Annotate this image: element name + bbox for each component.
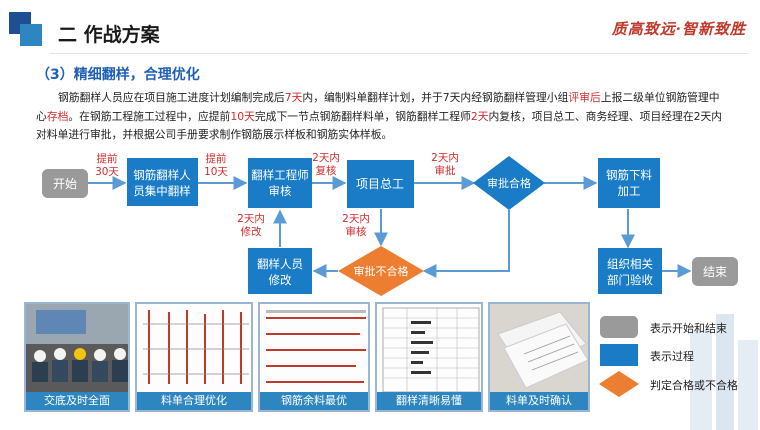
- photo-caption: 料单合理优化: [137, 392, 251, 410]
- flow-end-label: 结束: [703, 265, 727, 279]
- photo-schedule-image: [382, 307, 480, 393]
- flow-modify-line1: 翻样人员: [257, 257, 303, 271]
- para-text: 内复核，项目总工、商务经理、项目经理在2天内对料单进行审批，并根据公司手册要求制…: [36, 109, 723, 142]
- flow-step4-line2: 加工: [618, 184, 641, 198]
- flow-label-a2: 30天: [95, 166, 119, 178]
- background-building: [690, 330, 712, 430]
- flow-pass-label: 审批合格: [487, 176, 531, 190]
- flow-step2-node: [248, 158, 312, 208]
- flow-label-f2: 修改: [241, 225, 262, 238]
- photo-remnant: 钢筋余料最优: [258, 302, 370, 412]
- flow-label-c: 2天内复核: [312, 151, 340, 177]
- para-text: 完成下一节点钢筋翻样料单，钢筋翻样工程师: [254, 109, 471, 123]
- flow-step3-label: 项目总工: [356, 177, 404, 191]
- header-decor-square: [20, 24, 42, 46]
- flow-fail-label: 审批不合格: [354, 264, 409, 278]
- para-text: 上报二级单位钢筋管理中心: [36, 91, 720, 123]
- flow-step5-line2: 部门验收: [607, 273, 653, 287]
- flow-end-node: [692, 257, 738, 286]
- para-highlight: 存档: [46, 109, 69, 123]
- photo-caption: 料单及时确认: [490, 392, 588, 410]
- flow-modify-label: 翻样人员修改: [257, 257, 303, 287]
- flow-label-d1: 2天内: [431, 151, 459, 164]
- flow-label-c1: 2天内: [312, 151, 340, 164]
- para-highlight: 2天: [470, 109, 489, 123]
- photo-confirm: 料单及时确认: [488, 302, 590, 412]
- photo-cutting-list-image: [143, 310, 249, 384]
- photo-briefing-image: [26, 304, 128, 396]
- para-text: 钢筋翻样人员应在项目施工进度计划编制完成后: [58, 91, 285, 104]
- flow-label-c2: 复核: [316, 164, 337, 177]
- flow-step4-node: [598, 158, 660, 208]
- photo-schedule: 翻样清晰易懂: [375, 302, 483, 412]
- flow-step4-line1: 钢筋下料: [606, 168, 652, 182]
- flow-step5-node: [598, 248, 662, 294]
- flow-step5-label: 组织相关部门验收: [607, 257, 653, 287]
- flow-step1-label: 钢筋翻样人员集中翻样: [133, 168, 191, 198]
- flow-label-f1: 2天内: [237, 212, 265, 225]
- flow-label-e: 2天内审核: [342, 212, 370, 238]
- photo-remnant-image: [266, 310, 366, 383]
- para-text: 。在钢筋工程施工过程中，应提前: [68, 109, 231, 123]
- flow-step1-node: [127, 158, 198, 206]
- flow-label-b1: 提前: [206, 152, 227, 165]
- slogan: 质高致远·智新致胜: [611, 20, 746, 38]
- section-paragraph: 钢筋翻样人员应在项目施工进度计划编制完成后7天内，编制料单翻样计划，并于7天内经…: [36, 89, 726, 145]
- photo-caption: 翻样清晰易懂: [377, 392, 481, 410]
- flow-pass-decision: [473, 156, 545, 210]
- flow-modify-node: [248, 248, 312, 294]
- flow-step2-line1: 翻样工程师: [251, 168, 309, 182]
- legend-process-label: 表示过程: [650, 350, 694, 363]
- flow-fail-decision: [338, 246, 424, 296]
- flow-step2-line2: 审核: [269, 184, 292, 198]
- legend-decision-swatch: [599, 371, 639, 397]
- para-highlight: 10天: [230, 109, 255, 123]
- flow-start-node: [42, 169, 88, 198]
- para-text: 内，编制料单翻样计划，并于7天内经钢筋翻样管理小组: [302, 91, 569, 104]
- para-highlight: 评审后: [568, 91, 601, 104]
- flow-label-b2: 10天: [204, 166, 228, 178]
- flow-modify-line2: 修改: [269, 273, 292, 287]
- photo-confirm-image: [497, 311, 588, 389]
- para-highlight: 7天: [284, 91, 303, 104]
- flow-label-d: 2天内审批: [431, 151, 459, 177]
- flow-label-f: 2天内修改: [237, 212, 265, 238]
- flow-label-e1: 2天内: [342, 212, 370, 225]
- page-title: 二 作战方案: [58, 24, 160, 46]
- flow-label-d2: 审批: [435, 164, 456, 177]
- flow-step1-line1: 钢筋翻样人: [133, 168, 191, 182]
- background-building: [738, 340, 758, 430]
- flow-step2-label: 翻样工程师审核: [251, 168, 309, 198]
- flow-step1-line2: 员集中翻样: [133, 184, 191, 198]
- section-subtitle: （3）精细翻样，合理优化: [36, 67, 200, 83]
- background-building: [716, 314, 734, 430]
- photo-caption: 钢筋余料最优: [260, 392, 368, 410]
- photo-caption: 交底及时全面: [26, 392, 128, 410]
- flow-step3-node: [347, 160, 414, 208]
- flow-step5-line1: 组织相关: [607, 257, 653, 271]
- legend-process-swatch: [600, 344, 638, 366]
- photo-cutting-list: 料单合理优化: [135, 302, 253, 412]
- flow-arrows: [88, 176, 692, 278]
- photo-briefing: 交底及时全面: [24, 302, 130, 412]
- header-divider: [50, 53, 748, 54]
- legend-start-end-swatch: [600, 316, 638, 338]
- flow-label-a1: 提前: [97, 152, 118, 165]
- flow-start-label: 开始: [53, 177, 77, 191]
- legend-decision-label: 判定合格或不合格: [650, 379, 738, 392]
- flow-label-e2: 审核: [346, 225, 367, 238]
- flow-step4-label: 钢筋下料加工: [606, 168, 652, 198]
- arrow-pass-fail: [422, 210, 510, 278]
- legend-start-end-label: 表示开始和结束: [650, 322, 727, 335]
